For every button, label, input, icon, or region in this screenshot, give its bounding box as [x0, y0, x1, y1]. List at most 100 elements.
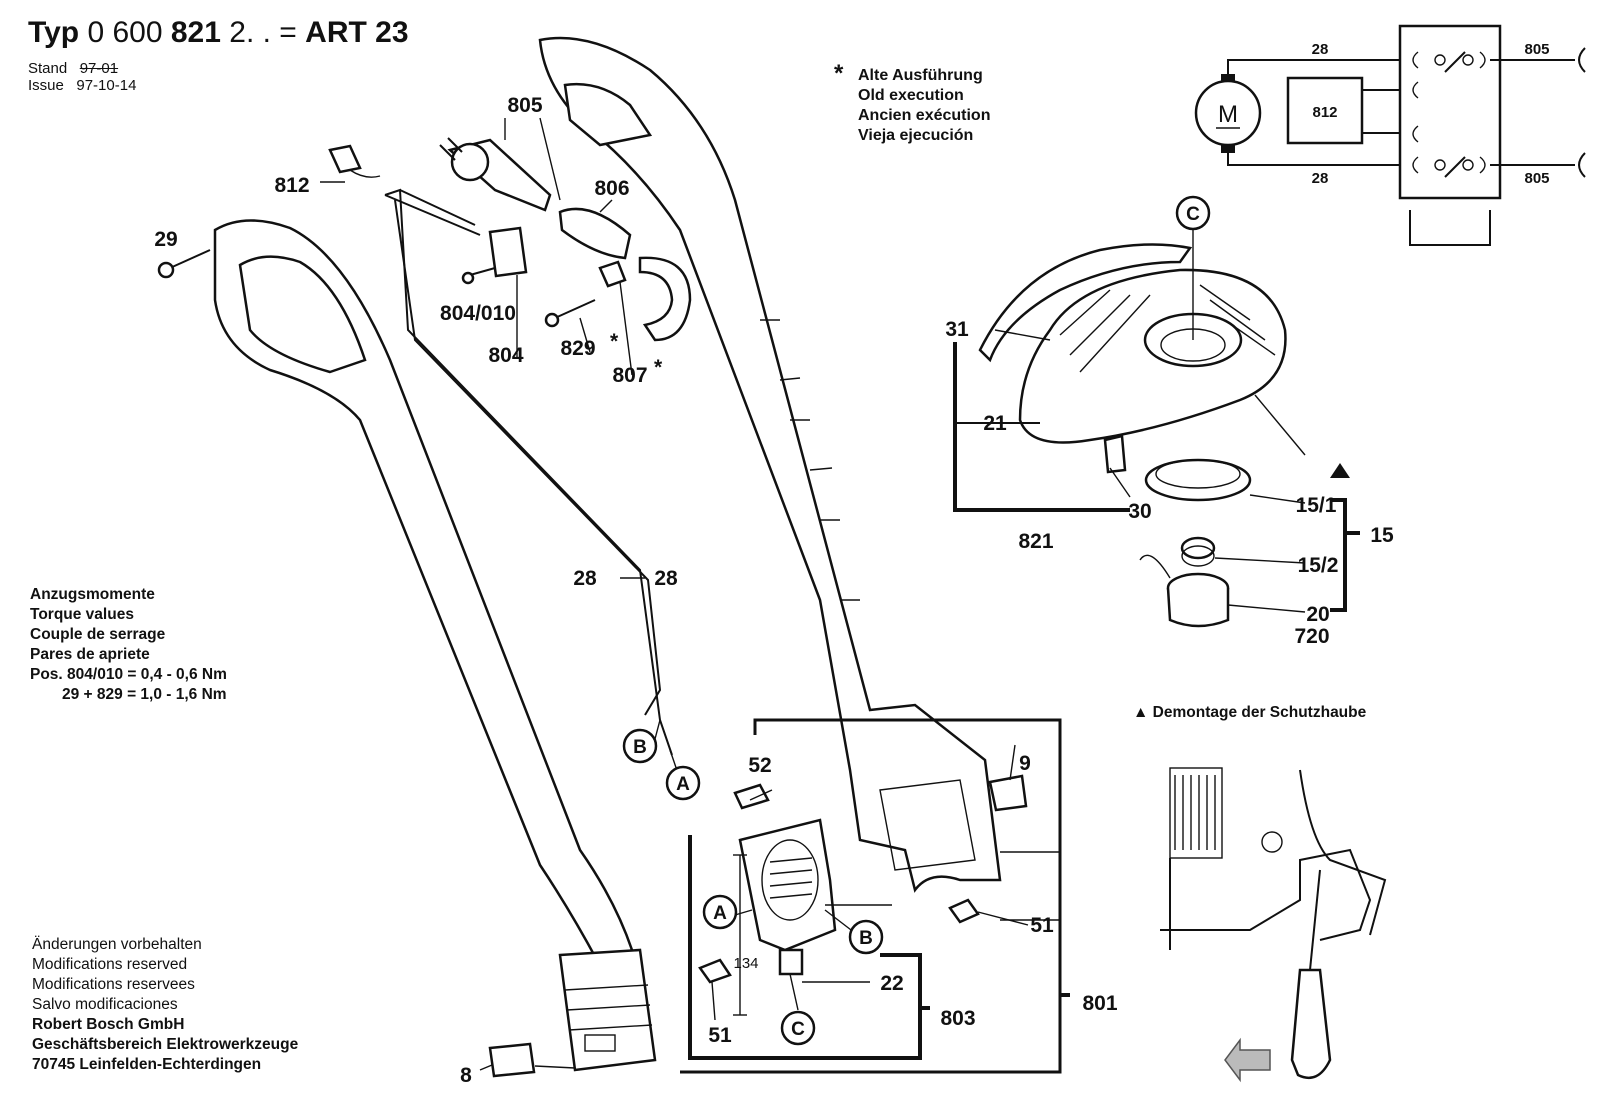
torque-heading: Torque values [30, 606, 134, 623]
stand-issue-block: Stand 97-01 Issue 97-10-14 [28, 60, 136, 94]
label-21: 21 [983, 412, 1007, 435]
company-division: Geschäftsbereich Elektrowerkzeuge [32, 1036, 299, 1053]
wire-label-top: 28 [1312, 41, 1329, 58]
switch-box [1286, 76, 1364, 145]
guard-assembly [978, 243, 1287, 474]
wire-label-bottom: 28 [1312, 170, 1329, 187]
demontage-text: Demontage der Schutzhaube [1152, 704, 1367, 721]
legend-line: Old execution [858, 87, 964, 104]
motor-unit [738, 818, 837, 976]
footer-line: Modifications reservees [32, 976, 195, 993]
label-29: 29 [154, 228, 177, 251]
guard-lip-31 [978, 243, 1193, 363]
footer-line: Modifications reserved [32, 956, 188, 973]
sleeve-806 [558, 207, 632, 260]
triangle-marker-icon [1330, 463, 1350, 478]
issue-date: 97-10-14 [76, 77, 137, 94]
label-812: 812 [274, 174, 309, 197]
triangle-icon: ▲ [1133, 704, 1149, 721]
svg-text:B: B [859, 928, 873, 949]
torque-heading: Pares de apriete [30, 646, 150, 663]
spool-assembly [1139, 458, 1252, 628]
callout-B-cable: B [622, 728, 658, 764]
legend-line: Vieja ejecución [858, 127, 974, 144]
label-51-right: 51 [1030, 914, 1054, 937]
old-execution-legend: * Alte Ausführung Old execution Ancien e… [834, 62, 991, 146]
label-30: 30 [1128, 500, 1151, 523]
guard-21 [1018, 268, 1287, 444]
part-9 [988, 774, 1028, 812]
legend-star: * [834, 60, 844, 87]
clip-30 [1103, 434, 1127, 474]
callout-A-cable: A [665, 765, 701, 801]
part-51-left [698, 958, 732, 984]
torque-heading: Anzugsmomente [30, 586, 155, 603]
switch-804 [488, 226, 528, 278]
footer-block: Änderungen vorbehalten Modifications res… [32, 935, 298, 1075]
torque-heading: Couple de serrage [30, 626, 166, 643]
switch-label: 812 [1312, 104, 1337, 121]
bracket-821 [953, 342, 1130, 512]
plug-805 [439, 137, 552, 212]
label-28-right: 28 [654, 567, 678, 590]
plug-label-top: 805 [1524, 41, 1549, 58]
bracket-15 [1330, 498, 1347, 612]
label-807: 807 [612, 364, 647, 387]
callout-B-motor: B [848, 919, 884, 955]
part-51-right [948, 898, 980, 924]
label-9: 9 [1019, 752, 1031, 775]
company-name: Robert Bosch GmbH [32, 1016, 185, 1033]
document-title: Typ 0 600 821 2. . = ART 23 [28, 16, 409, 49]
demontage-detail [1160, 463, 1387, 1083]
stand-label: Stand [28, 60, 68, 77]
footer-line: Änderungen vorbehalten [32, 936, 202, 953]
part-52 [733, 783, 770, 810]
label-22: 22 [880, 972, 903, 995]
wiring-schematic: M 28 28 812 805 805 [1194, 24, 1586, 246]
callout-C-motor: C [780, 1010, 816, 1046]
legend-line: Alte Ausführung [858, 67, 983, 84]
label-829: 829 [560, 337, 595, 360]
label-801: 801 [1082, 992, 1117, 1015]
label-15-2: 15/2 [1298, 554, 1339, 577]
handle-grip [558, 948, 657, 1072]
label-8: 8 [460, 1064, 472, 1087]
label-28-left: 28 [573, 567, 597, 590]
footer-line: Salvo modificaciones [32, 996, 178, 1013]
label-720: 720 [1294, 625, 1329, 648]
label-803: 803 [940, 1007, 975, 1030]
callout-A-motor: A [702, 894, 738, 930]
label-805: 805 [507, 94, 542, 117]
label-804: 804 [488, 344, 523, 367]
svg-text:B: B [633, 737, 647, 758]
torque-spec-2: 29 + 829 = 1,0 - 1,6 Nm [62, 686, 227, 703]
star-807: * [654, 356, 663, 379]
label-821: 821 [1018, 530, 1053, 553]
dimension-134: 134 [733, 955, 758, 972]
left-handle [213, 219, 657, 1072]
label-806: 806 [594, 177, 629, 200]
bracket-803 [688, 835, 922, 1060]
label-52: 52 [748, 754, 771, 777]
main-shaft [538, 36, 1002, 893]
legend-line: Ancien exécution [858, 107, 991, 124]
svg-text:A: A [713, 903, 727, 924]
switch-812 [328, 144, 362, 174]
label-31: 31 [945, 318, 969, 341]
label-20: 20 [1306, 603, 1329, 626]
plug-label-bottom: 805 [1524, 170, 1549, 187]
svg-text:C: C [791, 1019, 805, 1040]
motor-label: M [1218, 101, 1238, 128]
torque-spec-1: Pos. 804/010 = 0,4 - 0,6 Nm [30, 666, 227, 683]
label-804-010: 804/010 [440, 302, 516, 325]
star-829: * [610, 330, 619, 353]
label-51-left: 51 [708, 1024, 732, 1047]
screwdriver [1290, 968, 1332, 1080]
cable-28 [384, 188, 673, 756]
torque-values-block: Anzugsmomente Torque values Couple de se… [30, 585, 227, 705]
direction-arrow-icon [1224, 1037, 1271, 1083]
issue-label: Issue [28, 77, 64, 94]
svg-text:A: A [676, 774, 690, 795]
company-address: 70745 Leinfelden-Echterdingen [32, 1056, 262, 1073]
